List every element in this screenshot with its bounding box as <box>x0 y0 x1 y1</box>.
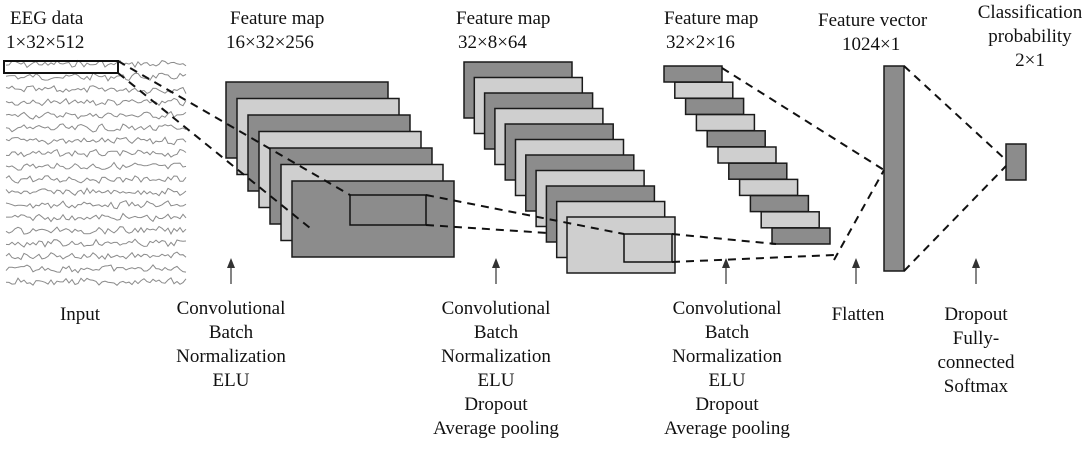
feature-map-layer <box>728 162 788 180</box>
stage-title-eeg: EEG data <box>10 8 84 29</box>
connector-fm2-to-fm3-b <box>671 254 835 263</box>
op-dense-line-3: connected <box>937 352 1015 373</box>
connector-fm2-to-fm3-a <box>671 233 777 245</box>
eeg-channel-trace <box>5 175 187 184</box>
output-probability-box <box>1005 143 1027 181</box>
dashed-connections <box>117 60 1007 272</box>
feature-map-layer <box>695 113 756 132</box>
up-arrow-icon <box>852 258 860 284</box>
eeg-channel-trace <box>5 136 187 146</box>
eeg-channel-trace <box>5 264 187 274</box>
eeg-channel-trace <box>5 200 187 210</box>
op-conv3-line-4: ELU <box>709 370 746 391</box>
eeg-input-window <box>3 60 119 74</box>
op-input-line-1: Input <box>60 304 101 325</box>
stage-title-prob-2: probability <box>988 26 1072 47</box>
stage-dims-eeg: 1×32×512 <box>6 32 84 53</box>
eeg-channel-trace <box>5 161 187 171</box>
op-conv1-line-2: Batch <box>209 322 254 343</box>
up-arrow-icon <box>227 258 235 284</box>
feature-map-layer <box>566 216 676 274</box>
eeg-channel-trace <box>6 212 187 223</box>
receptive-field-window-1 <box>349 194 427 226</box>
feature-map-stack-3 <box>663 65 831 245</box>
op-dense-line-1: Dropout <box>944 304 1008 325</box>
stage-title-fm2: Feature map <box>456 8 550 29</box>
op-dense-line-4: Softmax <box>944 376 1009 397</box>
feature-map-layer <box>706 130 766 148</box>
op-conv2-line-4: ELU <box>478 370 515 391</box>
op-conv3-line-3: Normalization <box>672 346 782 367</box>
feature-map-layer <box>760 211 820 229</box>
feature-map-stack-1 <box>225 81 455 258</box>
stage-dims-fm1: 16×32×256 <box>226 32 314 53</box>
op-conv2-line-3: Normalization <box>441 346 551 367</box>
eeg-channel-trace <box>5 72 187 82</box>
stage-title-vector: Feature vector <box>818 10 928 31</box>
eeg-channel-trace <box>5 110 187 120</box>
receptive-field-window-2 <box>623 233 673 263</box>
feature-map-layer <box>674 81 734 99</box>
op-conv2-line-6: Average pooling <box>433 418 559 439</box>
stage-dims-fm3: 32×2×16 <box>666 32 735 53</box>
eeg-channel-trace <box>5 148 187 158</box>
feature-map-layer <box>738 178 799 197</box>
connector-eeg-to-fm1-a <box>117 60 351 196</box>
feature-vector-bar <box>883 65 905 272</box>
operation-arrows <box>227 258 980 284</box>
stage-dims-prob: 2×1 <box>1015 50 1045 71</box>
op-conv1-line-1: Convolutional <box>177 298 286 319</box>
connector-fm1-to-fm2-b <box>425 224 549 234</box>
feature-map-layer <box>749 194 810 213</box>
eeg-channel-trace <box>5 97 187 107</box>
eeg-channel-trace <box>5 123 187 133</box>
op-conv1-line-3: Normalization <box>176 346 286 367</box>
op-flatten-line-1: Flatten <box>832 304 885 325</box>
stage-dims-fm2: 32×8×64 <box>458 32 527 53</box>
eeg-signal-traces <box>5 59 187 286</box>
op-conv2-line-5: Dropout <box>464 394 528 415</box>
up-arrow-icon <box>972 258 980 284</box>
op-conv2-line-2: Batch <box>474 322 519 343</box>
up-arrow-icon <box>722 258 730 284</box>
eeg-channel-trace <box>5 85 187 94</box>
feature-map-layer <box>717 146 777 164</box>
feature-map-layer <box>771 227 831 245</box>
stage-dims-vector: 1024×1 <box>842 34 900 55</box>
connector-fm3-to-vector-a <box>721 67 885 171</box>
op-conv2-line-1: Convolutional <box>442 298 551 319</box>
feature-map-layer <box>663 65 723 83</box>
eeg-channel-trace <box>5 187 187 197</box>
up-arrow-icon <box>492 258 500 284</box>
op-conv3-line-6: Average pooling <box>664 418 790 439</box>
op-conv3-line-5: Dropout <box>695 394 759 415</box>
eeg-channel-trace <box>5 251 187 261</box>
eeg-channel-trace <box>5 225 187 235</box>
connector-fm1-to-fm2-a <box>425 194 625 235</box>
connector-fm3-to-vector-b <box>833 169 885 261</box>
feature-map-layer <box>291 180 455 258</box>
feature-map-layer <box>684 97 745 116</box>
feature-map-stack-2 <box>463 61 676 274</box>
op-conv3-line-2: Batch <box>705 322 750 343</box>
eeg-channel-trace <box>5 277 187 286</box>
stage-title-fm3: Feature map <box>664 8 758 29</box>
op-dense-line-2: Fully- <box>953 328 999 349</box>
stage-title-fm1: Feature map <box>230 8 324 29</box>
op-conv1-line-4: ELU <box>213 370 250 391</box>
connector-vector-to-output-b <box>903 165 1007 272</box>
eeg-channel-trace <box>5 238 187 248</box>
op-conv3-line-1: Convolutional <box>673 298 782 319</box>
connector-vector-to-output-a <box>903 65 1007 161</box>
stage-title-prob-1: Classification <box>978 2 1083 23</box>
